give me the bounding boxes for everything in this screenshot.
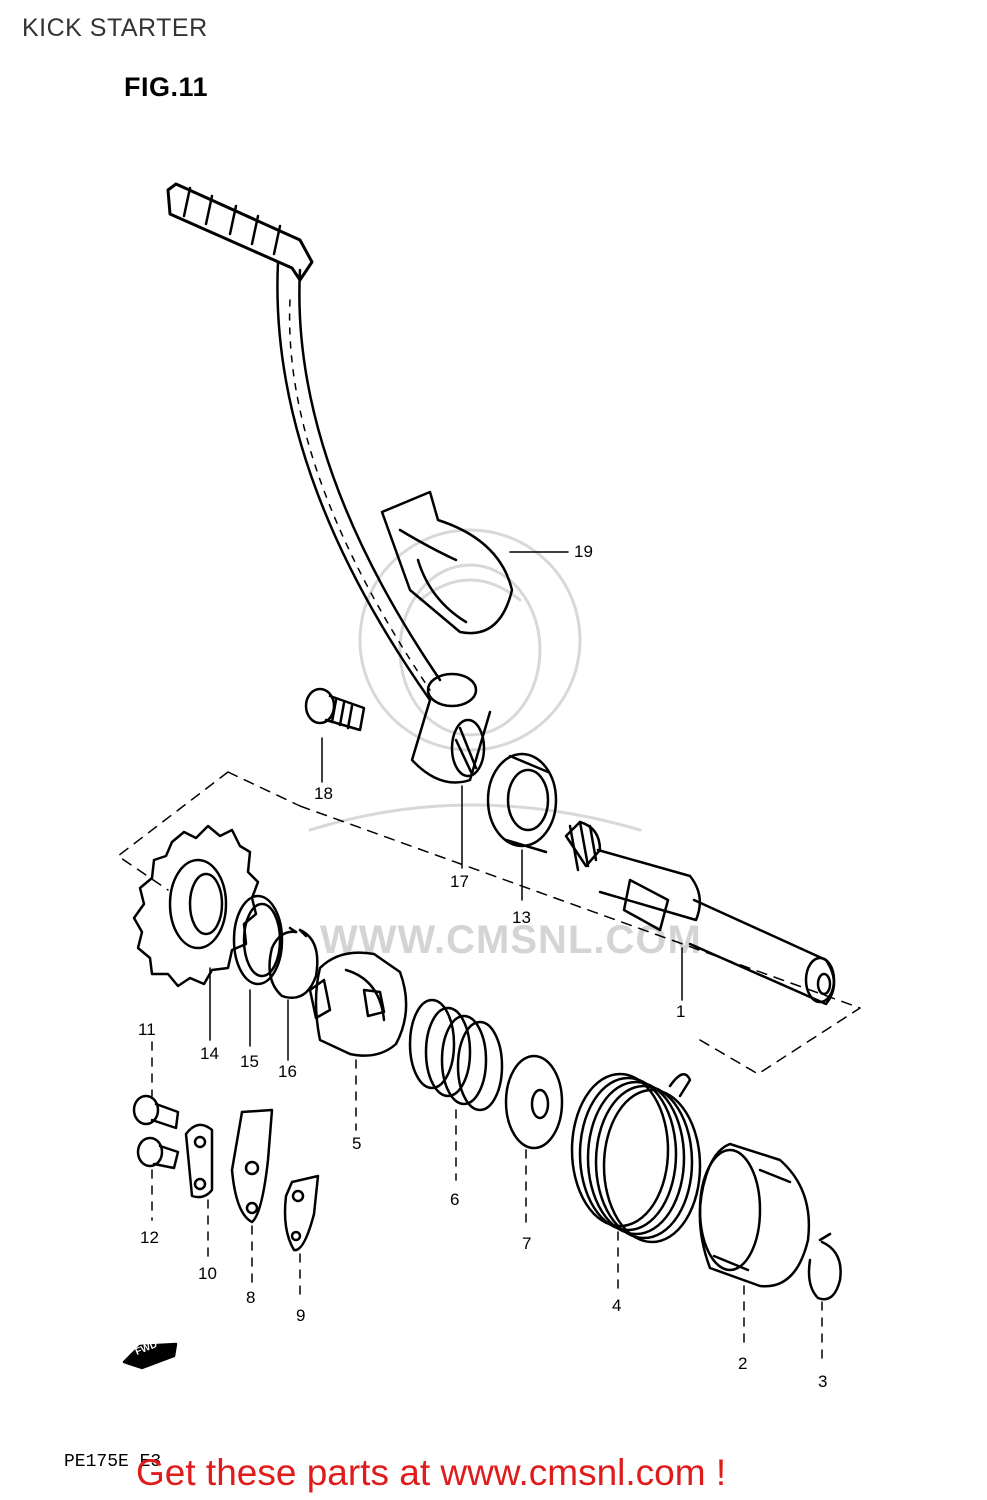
part-number-10[interactable]: 10 xyxy=(198,1264,217,1283)
circlip xyxy=(268,926,319,999)
part-number-15[interactable]: 15 xyxy=(240,1052,259,1071)
kick-guide xyxy=(308,951,408,1057)
part-number-16[interactable]: 16 xyxy=(278,1062,297,1081)
stopper xyxy=(283,1174,320,1252)
kick-gear xyxy=(132,824,260,988)
cta-link[interactable]: Get these parts at www.cmsnl.com ! xyxy=(136,1452,727,1493)
part-number-2[interactable]: 2 xyxy=(738,1354,748,1373)
fwd-arrow xyxy=(122,1342,178,1370)
part-number-12[interactable]: 12 xyxy=(140,1228,159,1247)
bolt xyxy=(304,687,366,732)
return-spring xyxy=(570,1072,702,1244)
bolt-12 xyxy=(136,1136,180,1170)
page-title: KICK STARTER xyxy=(22,14,208,42)
washer xyxy=(232,894,284,986)
bolt-11 xyxy=(132,1094,180,1130)
part-number-14[interactable]: 14 xyxy=(200,1044,219,1063)
part-number-6[interactable]: 6 xyxy=(450,1190,460,1209)
figure-label: FIG.11 xyxy=(124,72,209,102)
part-number-1[interactable]: 1 xyxy=(676,1002,686,1021)
watermark-logo xyxy=(308,528,642,832)
part-number-7[interactable]: 7 xyxy=(522,1234,532,1253)
spring-guide xyxy=(698,1142,811,1288)
part-number-18[interactable]: 18 xyxy=(314,784,333,803)
oil-seal xyxy=(486,752,558,854)
kick-lever xyxy=(166,182,492,784)
assembly-outline xyxy=(117,771,861,1075)
part-number-17[interactable]: 17 xyxy=(450,872,469,891)
part-number-4[interactable]: 4 xyxy=(612,1296,622,1315)
spring xyxy=(408,998,504,1112)
part-number-8[interactable]: 8 xyxy=(246,1288,256,1307)
part-number-9[interactable]: 9 xyxy=(296,1306,306,1325)
part-number-5[interactable]: 5 xyxy=(352,1134,362,1153)
watermark: WWW.CMSNL.COM xyxy=(320,918,702,962)
guide-plate xyxy=(230,1108,274,1224)
leader-lines xyxy=(151,551,823,1363)
circlip-small xyxy=(807,1232,842,1301)
part-number-13[interactable]: 13 xyxy=(512,908,531,927)
part-number-3[interactable]: 3 xyxy=(818,1372,828,1391)
kick-shaft xyxy=(564,820,836,1006)
part-number-19[interactable]: 19 xyxy=(574,542,593,561)
model-code: PE175E E3 xyxy=(64,1452,162,1472)
part-number-11[interactable]: 11 xyxy=(138,1020,156,1039)
kick-lever-boot xyxy=(380,490,514,635)
stopper-plate xyxy=(184,1123,214,1199)
thrust-washer xyxy=(504,1054,564,1150)
